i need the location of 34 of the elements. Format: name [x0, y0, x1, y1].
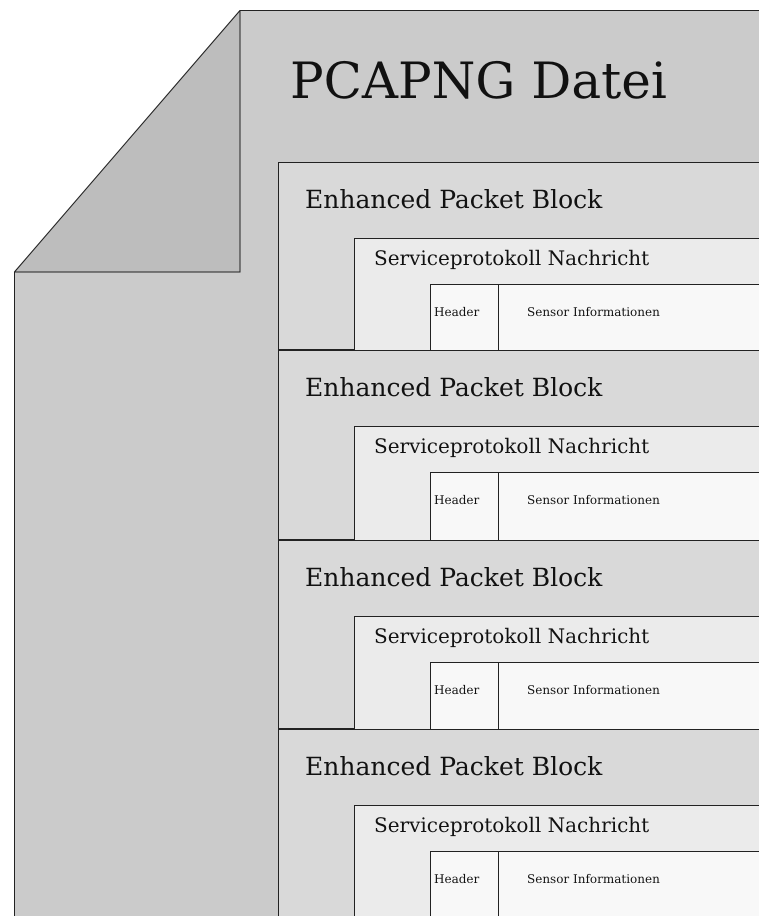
- header-field: [430, 851, 499, 916]
- header-field: [430, 284, 499, 351]
- message-box: [354, 616, 759, 729]
- payload-field: [498, 472, 759, 541]
- field-label: Sensor Informationen: [527, 683, 660, 697]
- field-label: Sensor Informationen: [527, 872, 660, 886]
- message-title: Serviceprotokoll Nachricht: [374, 246, 650, 270]
- payload-field: [498, 284, 759, 351]
- field-label: Header: [434, 872, 480, 886]
- file-title: PCAPNG Datei: [290, 52, 667, 110]
- field-label: Header: [434, 683, 480, 697]
- document-page: [14, 10, 759, 916]
- packet-block: [278, 350, 759, 540]
- packet-block: [278, 540, 759, 729]
- field-label: Header: [434, 493, 480, 507]
- field-label: Header: [434, 305, 480, 319]
- message-box: [354, 805, 759, 916]
- field-label: Sensor Informationen: [527, 493, 660, 507]
- packet-block: [278, 729, 759, 916]
- block-title: Enhanced Packet Block: [305, 752, 602, 781]
- header-field: [430, 662, 499, 730]
- header-field: [430, 472, 499, 541]
- field-label: Sensor Informationen: [527, 305, 660, 319]
- block-title: Enhanced Packet Block: [305, 185, 602, 214]
- message-title: Serviceprotokoll Nachricht: [374, 434, 650, 458]
- message-box: [354, 426, 759, 540]
- message-title: Serviceprotokoll Nachricht: [374, 624, 650, 648]
- message-title: Serviceprotokoll Nachricht: [374, 813, 650, 837]
- packet-block: [278, 162, 759, 350]
- block-title: Enhanced Packet Block: [305, 563, 602, 592]
- payload-field: [498, 662, 759, 730]
- message-box: [354, 238, 759, 350]
- block-title: Enhanced Packet Block: [305, 373, 602, 402]
- payload-field: [498, 851, 759, 916]
